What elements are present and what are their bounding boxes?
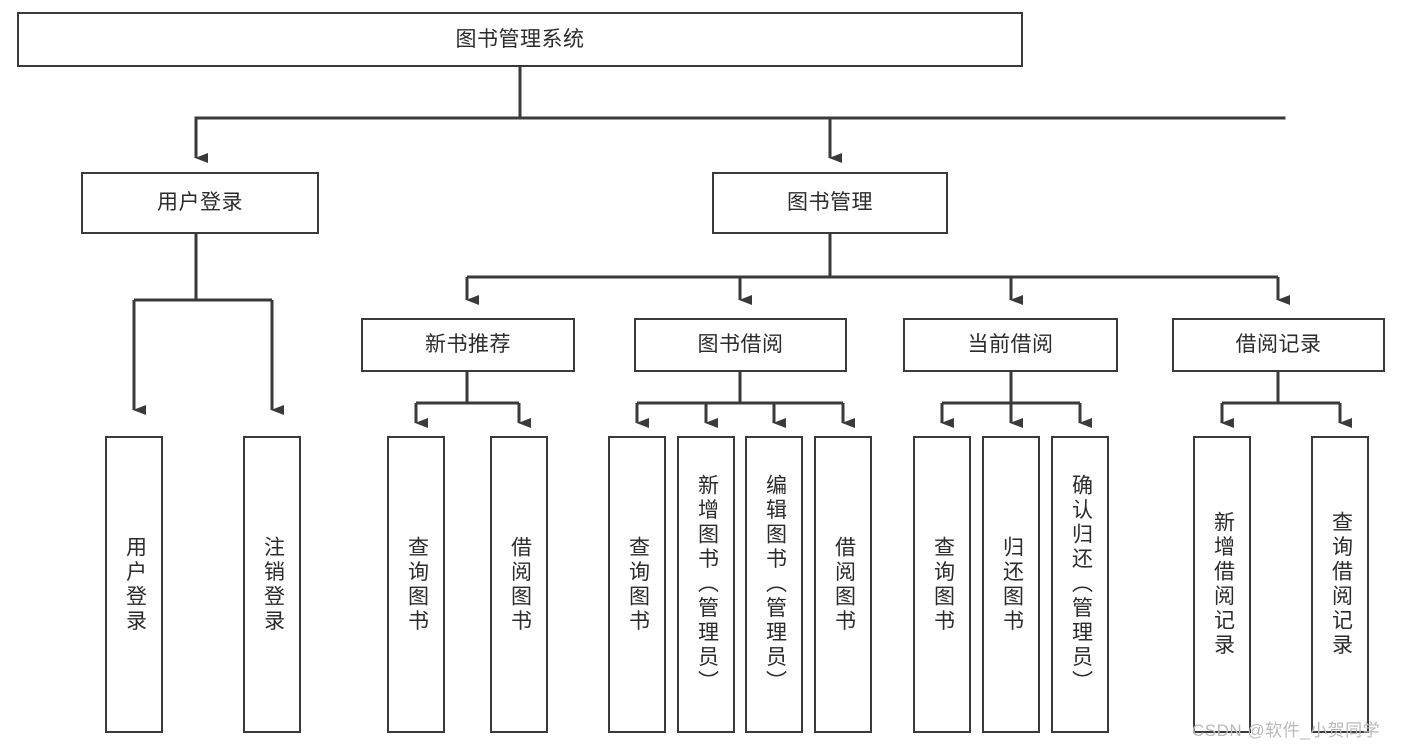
node-label: 查询图书 — [626, 535, 650, 634]
node-label: 新增借阅记录 — [1211, 511, 1235, 658]
leaf-current-confirm-return-admin[interactable]: 确认归还（管理员） — [1051, 436, 1109, 733]
node-label: 归还图书 — [1000, 535, 1024, 634]
node-label: 查询图书 — [405, 535, 429, 634]
leaf-borrow-add-book-admin[interactable]: 新增图书（管理员） — [677, 436, 735, 733]
node-label: 用户登录 — [123, 535, 147, 634]
node-label: 注销登录 — [261, 535, 285, 634]
node-label: 新增图书（管理员） — [695, 474, 719, 695]
leaf-new-book-borrow[interactable]: 借阅图书 — [490, 436, 548, 733]
node-label: 借阅图书 — [508, 535, 532, 634]
node-current-borrow[interactable]: 当前借阅 — [903, 318, 1118, 372]
node-label: 图书管理 — [787, 191, 873, 215]
node-book-borrow[interactable]: 图书借阅 — [634, 318, 847, 372]
node-label: 确认归还（管理员） — [1069, 474, 1093, 695]
node-book-management[interactable]: 图书管理 — [712, 172, 948, 234]
leaf-borrow-edit-book-admin[interactable]: 编辑图书（管理员） — [745, 436, 803, 733]
node-new-book-recommend[interactable]: 新书推荐 — [361, 318, 575, 372]
node-label: 当前借阅 — [967, 333, 1054, 357]
node-label: 查询借阅记录 — [1329, 511, 1353, 658]
node-label: 借阅图书 — [832, 535, 856, 634]
node-user-login[interactable]: 用户登录 — [81, 172, 319, 234]
watermark-text: CSDN @软件_小贺同学 — [1192, 721, 1381, 740]
leaf-record-add-record[interactable]: 新增借阅记录 — [1193, 436, 1251, 733]
leaf-record-query-record[interactable]: 查询借阅记录 — [1311, 436, 1369, 733]
node-label: 图书借阅 — [697, 333, 784, 357]
leaf-current-query-book[interactable]: 查询图书 — [913, 436, 971, 733]
node-borrow-record[interactable]: 借阅记录 — [1172, 318, 1385, 372]
leaf-borrow-query-book[interactable]: 查询图书 — [608, 436, 666, 733]
node-label: 借阅记录 — [1235, 333, 1322, 357]
node-label: 用户登录 — [157, 191, 243, 215]
node-label: 编辑图书（管理员） — [763, 474, 787, 695]
leaf-current-return-book[interactable]: 归还图书 — [982, 436, 1040, 733]
leaf-borrow-borrow-book[interactable]: 借阅图书 — [814, 436, 872, 733]
node-label: 新书推荐 — [425, 333, 511, 357]
node-label: 查询图书 — [931, 535, 955, 634]
node-label: 图书管理系统 — [455, 27, 585, 51]
node-root-book-management-system[interactable]: 图书管理系统 — [17, 12, 1023, 67]
leaf-new-book-query[interactable]: 查询图书 — [387, 436, 445, 733]
leaf-user-login-login[interactable]: 用户登录 — [105, 436, 163, 733]
leaf-user-login-logout[interactable]: 注销登录 — [243, 436, 301, 733]
